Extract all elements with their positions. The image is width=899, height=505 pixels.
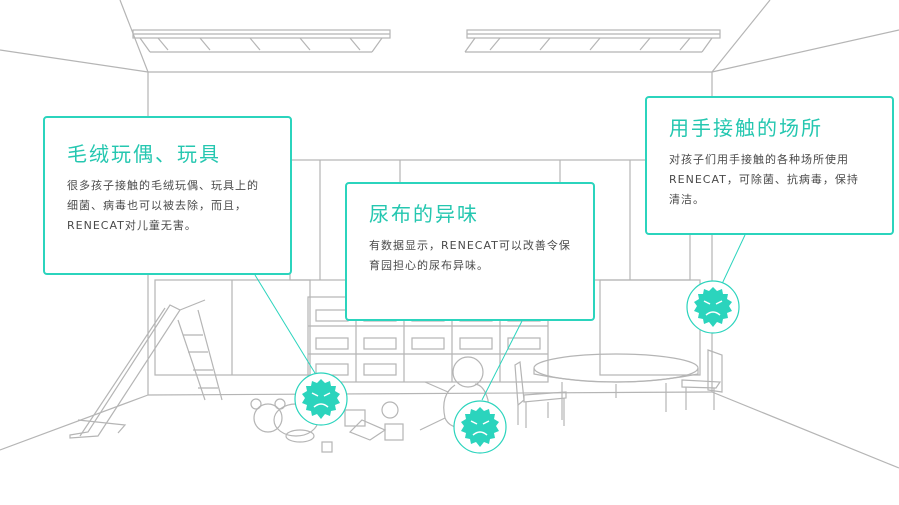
chair-left (514, 361, 567, 428)
card-title: 用手接触的场所 (669, 116, 823, 140)
slide (69, 299, 223, 439)
round-table (533, 353, 699, 420)
chair-right (681, 349, 723, 410)
pointer-hands (720, 234, 746, 287)
germ-icon (453, 400, 507, 454)
pointer-diaper (481, 320, 523, 401)
ceiling-light-right (464, 29, 721, 53)
callout-card-hands: 用手接触的场所 对孩子们用手接触的各种场所使用RENECAT，可除菌、抗病毒，保… (645, 96, 894, 235)
germ-icon (686, 280, 740, 334)
toy-blocks (321, 401, 404, 453)
pointer-toys (254, 274, 319, 379)
card-title: 尿布的异味 (369, 202, 479, 226)
germ-icon (294, 372, 348, 426)
callout-card-toys: 毛绒玩偶、玩具 很多孩子接触的毛绒玩偶、玩具上的细菌、病毒也可以被去除，而且，R… (43, 116, 292, 275)
card-body: 对孩子们用手接触的各种场所使用RENECAT，可除菌、抗病毒，保持清洁。 (669, 153, 859, 206)
ceiling-light-left (132, 29, 391, 53)
card-title: 毛绒玩偶、玩具 (67, 142, 221, 166)
card-body: 有数据显示，RENECAT可以改善令保育园担心的尿布异味。 (369, 239, 571, 272)
callout-card-diaper: 尿布的异味 有数据显示，RENECAT可以改善令保育园担心的尿布异味。 (345, 182, 595, 321)
card-body: 很多孩子接触的毛绒玩偶、玩具上的细菌、病毒也可以被去除，而且，RENECAT对儿… (67, 179, 259, 232)
